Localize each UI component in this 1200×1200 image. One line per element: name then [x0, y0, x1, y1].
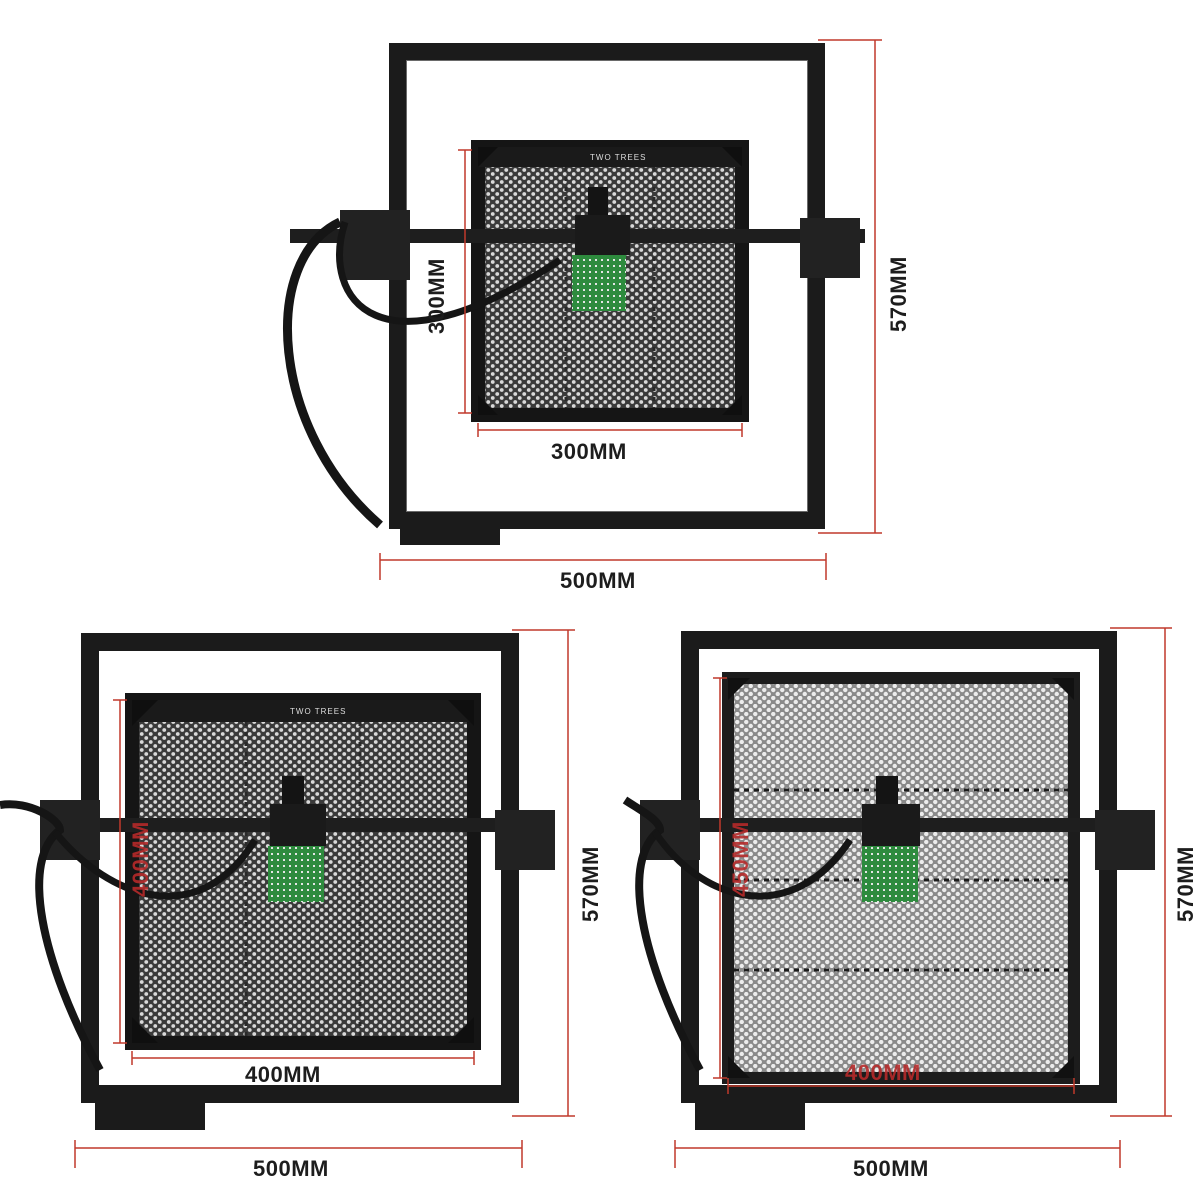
laser-module: [862, 776, 920, 902]
aluminum-frame: [389, 43, 825, 529]
laser-engraver-300-illustration: TWO TREES: [283, 39, 882, 580]
plate-height-label: 300MM: [424, 258, 449, 334]
frame-height-label: 570MM: [1173, 846, 1198, 922]
panel-bottom-right: 450MM 400MM 570MM 500MM: [600, 600, 1200, 1200]
frame-width-label: 500MM: [253, 1156, 329, 1181]
plate-height-label: 450MM: [728, 821, 753, 897]
laser-module: [268, 776, 326, 902]
power-cable: [0, 800, 104, 1072]
left-carriage: [340, 210, 410, 280]
plate-width-label: 400MM: [845, 1060, 921, 1085]
dimension-lines: [674, 627, 1172, 1168]
dimension-lines: [74, 629, 575, 1168]
panel-top: TWO TREES: [283, 39, 911, 593]
plate-width-label: 400MM: [245, 1062, 321, 1087]
frame-width-label: 500MM: [853, 1156, 929, 1181]
laser-module: [572, 187, 630, 311]
right-carriage: [1095, 810, 1155, 870]
laser-cable: [52, 829, 258, 900]
laser-cable: [652, 830, 853, 900]
frame-height-label: 570MM: [886, 256, 911, 332]
power-cable: [283, 217, 383, 529]
laser-engraver-450-illustration: [622, 627, 1172, 1168]
bottom-bracket: [695, 1100, 805, 1130]
plate-height-label: 400MM: [128, 821, 153, 897]
laser-cable: [336, 220, 562, 325]
panel-bottom-left: TWO TREES 400MM: [0, 600, 603, 1200]
plate-brand-text: TWO TREES: [590, 153, 646, 162]
right-carriage: [800, 218, 860, 278]
power-cable: [622, 796, 704, 1072]
dimension-lines: [379, 39, 882, 580]
frame-width-label: 500MM: [560, 568, 636, 593]
frame-height-label: 570MM: [578, 846, 603, 922]
bottom-bracket: [400, 515, 500, 545]
laser-engraver-400-illustration: TWO TREES: [0, 629, 575, 1168]
right-carriage: [495, 810, 555, 870]
plate-brand-text: TWO TREES: [290, 707, 346, 716]
bottom-bracket: [95, 1100, 205, 1130]
plate-width-label: 300MM: [551, 439, 627, 464]
